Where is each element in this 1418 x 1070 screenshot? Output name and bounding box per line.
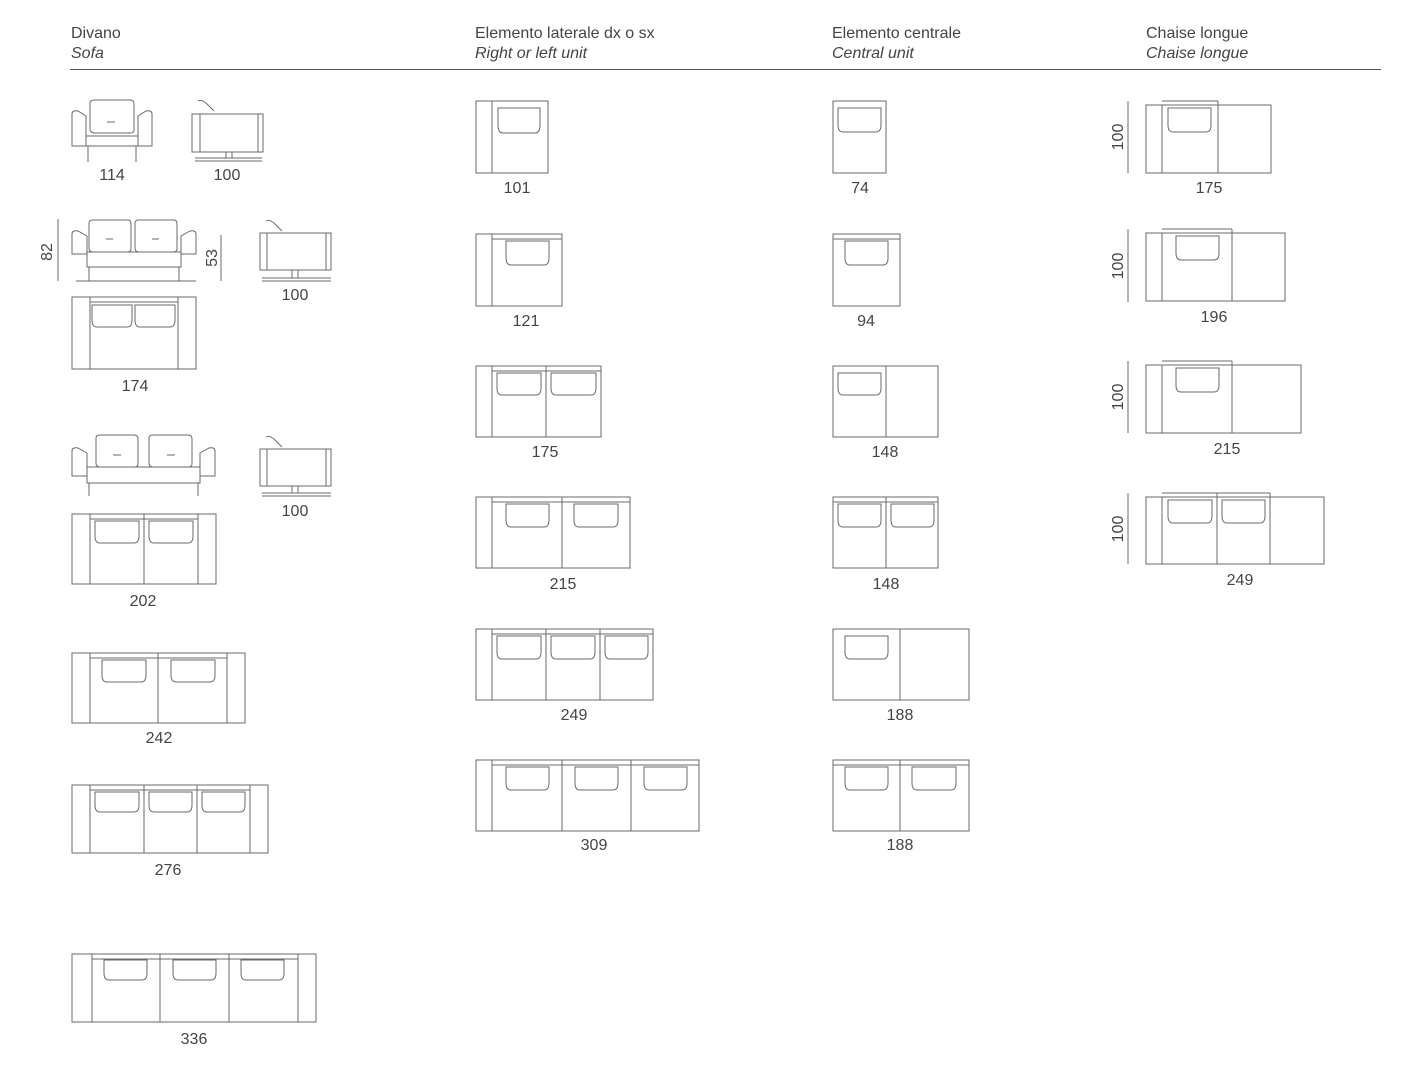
header-central-unit: Elemento centrale Central unit	[832, 24, 961, 64]
dim-chaise-width-4: 249	[1227, 572, 1254, 589]
chaise-196	[1127, 228, 1286, 302]
central-unit-148-b	[832, 496, 939, 569]
chaise-175	[1127, 100, 1272, 174]
dim-armchair-width: 114	[99, 167, 125, 184]
dim-central-unit-4: 148	[873, 576, 900, 593]
header-side-unit-en: Right or left unit	[475, 45, 588, 62]
dim-side-unit-1: 101	[504, 180, 531, 197]
dim-side-unit-5: 249	[561, 707, 588, 724]
side-unit-101	[475, 100, 549, 174]
central-unit-94	[832, 233, 901, 307]
dim-chaise-width-2: 196	[1201, 309, 1228, 326]
header-chaise-en: Chaise longue	[1146, 45, 1249, 62]
dim-side-unit-2: 121	[513, 313, 540, 330]
sofa-plan-202	[71, 513, 217, 585]
sofa-two-seat-large-front-view	[71, 434, 216, 496]
dim-plan-336: 336	[181, 1031, 208, 1048]
sofa-plan-276	[71, 784, 269, 854]
dim-central-unit-3: 148	[872, 444, 899, 461]
header-side-unit: Elemento laterale dx o sx Right or left …	[475, 24, 655, 64]
dim-chaise-depth-2: 100	[1110, 253, 1127, 280]
header-central-unit-en: Central unit	[832, 45, 914, 62]
chaise-249	[1127, 492, 1325, 565]
dim-side-unit-4: 215	[550, 576, 577, 593]
sofa-plan-336	[71, 953, 317, 1023]
dim-chaise-depth-3: 100	[1110, 384, 1127, 411]
dim-chaise-width-3: 215	[1214, 441, 1241, 458]
dim-side-unit-3: 175	[532, 444, 559, 461]
side-unit-215	[475, 496, 631, 569]
dim-two-seat-large-depth: 100	[282, 503, 309, 520]
header-central-unit-it: Elemento centrale	[832, 25, 961, 42]
dim-sofa-height: 82	[39, 243, 56, 261]
sofa-two-seat-large-side-view	[259, 435, 332, 497]
central-unit-188-b	[832, 759, 970, 832]
dim-central-unit-5: 188	[887, 707, 914, 724]
side-unit-309	[475, 759, 700, 832]
dim-central-unit-2: 94	[857, 313, 875, 330]
header-sofa: Divano Sofa	[71, 24, 121, 64]
side-unit-121	[475, 233, 563, 307]
dim-chaise-depth-1: 100	[1110, 124, 1127, 151]
header-sofa-en: Sofa	[71, 45, 104, 62]
central-unit-188-a	[832, 628, 970, 701]
armchair-front-view	[71, 99, 153, 162]
sofa-two-seat-side-view	[259, 219, 332, 282]
dim-central-unit-1: 74	[851, 180, 869, 197]
sofa-two-seat-front-view	[57, 219, 222, 282]
sofa-plan-174	[71, 296, 197, 370]
dim-plan-202: 202	[130, 593, 157, 610]
dim-plan-174: 174	[122, 378, 149, 395]
side-unit-175	[475, 365, 602, 438]
header-side-unit-it: Elemento laterale dx o sx	[475, 25, 655, 42]
header-chaise: Chaise longue Chaise longue	[1146, 24, 1248, 64]
dim-side-unit-6: 309	[581, 837, 608, 854]
side-unit-249	[475, 628, 654, 701]
central-unit-74	[832, 100, 887, 174]
dim-chaise-depth-4: 100	[1110, 516, 1127, 543]
dim-plan-276: 276	[155, 862, 182, 879]
dim-plan-242: 242	[146, 730, 173, 747]
dim-central-unit-6: 188	[887, 837, 914, 854]
sofa-plan-242	[71, 652, 246, 724]
header-chaise-it: Chaise longue	[1146, 25, 1249, 42]
dim-two-seat-depth: 100	[282, 287, 309, 304]
header-sofa-it: Divano	[71, 25, 121, 42]
armchair-side-view	[191, 99, 264, 162]
dim-seat-height: 53	[204, 249, 221, 267]
dim-armchair-depth: 100	[214, 167, 241, 184]
dim-chaise-width-1: 175	[1196, 180, 1223, 197]
central-unit-148-a	[832, 365, 939, 438]
chaise-215	[1127, 360, 1302, 434]
header-divider	[70, 69, 1381, 70]
